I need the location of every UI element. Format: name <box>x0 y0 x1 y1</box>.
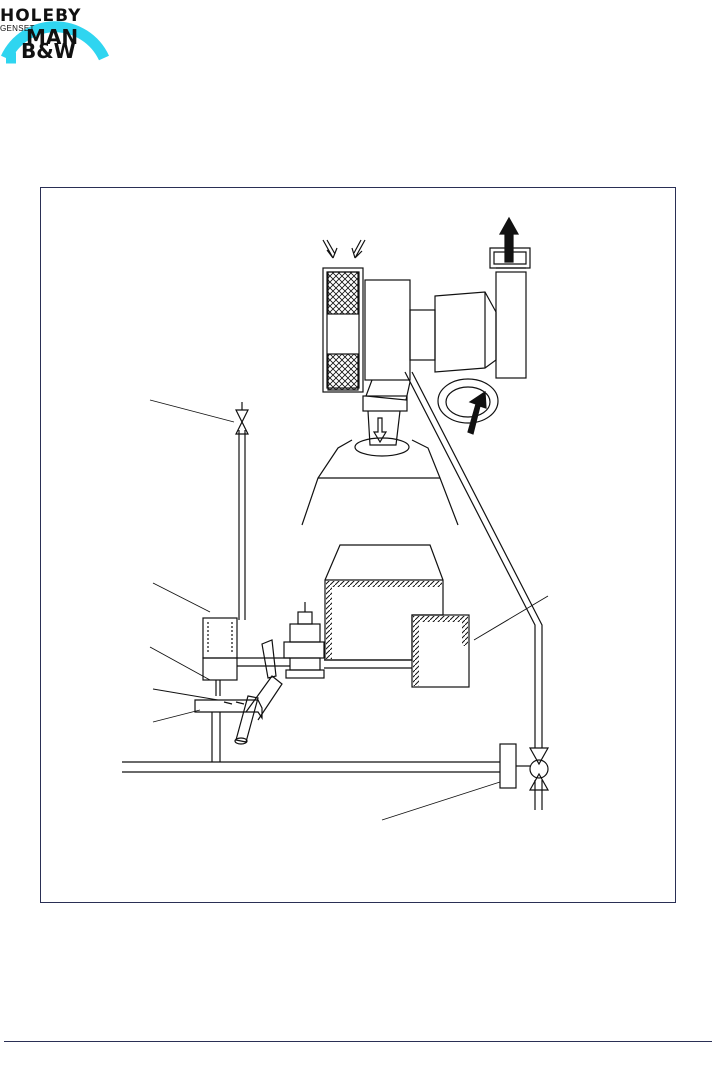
logo-ring-icon <box>1 21 109 64</box>
engine-block <box>324 544 444 669</box>
diagram-frame <box>40 187 676 903</box>
company-logo: HOLEBY GENSET MAN B&W <box>0 0 120 64</box>
charge-air-duct <box>354 379 411 457</box>
logo-text-holeby: HOLEBY <box>0 6 82 26</box>
lever-linkage <box>194 639 290 762</box>
turbocharger <box>364 216 531 435</box>
vent-pipe <box>235 402 249 620</box>
engine-hood <box>301 439 459 526</box>
air-inlet-arrows-icon <box>322 239 366 259</box>
pipe-to-valve <box>404 371 543 810</box>
butterfly-valve-icon <box>528 747 550 791</box>
footer-rule <box>4 1041 712 1042</box>
generator-box <box>411 614 470 688</box>
logo-text-genset: GENSET <box>0 24 35 33</box>
main-pipe <box>122 761 530 773</box>
logo-text-man: MAN <box>26 25 79 49</box>
actuator <box>499 743 517 789</box>
leader-lines <box>149 399 549 821</box>
governor <box>283 602 325 679</box>
cylinder-element <box>202 617 238 696</box>
logo-text-bw: B&W <box>21 39 76 63</box>
air-filter <box>322 267 364 393</box>
